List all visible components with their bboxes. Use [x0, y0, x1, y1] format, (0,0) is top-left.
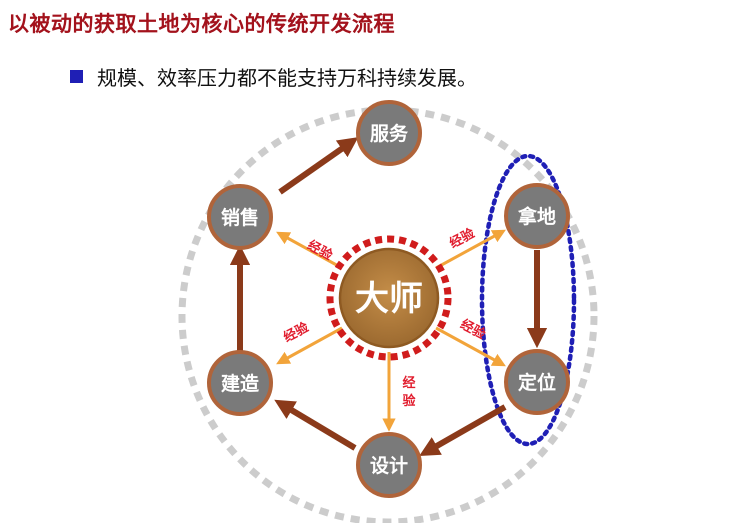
experience-arrow-to-positioning [435, 326, 506, 367]
center-node [338, 247, 440, 349]
bullet-item: 规模、效率压力都不能支持万科持续发展。 [70, 62, 477, 91]
bullet-square-icon [70, 70, 83, 83]
node-label-land: 拿地 [517, 205, 556, 228]
node-sales: 销售 [207, 184, 273, 250]
center-dotted-ring [326, 235, 452, 361]
node-land: 拿地 [504, 183, 570, 249]
node-design: 设计 [356, 432, 422, 498]
outer-dotted-circle [178, 106, 598, 523]
node-label-service: 服务 [370, 122, 409, 145]
center-label: 大师 [355, 279, 423, 319]
experience-arrow-to-construction [276, 326, 343, 365]
experience-arrow-to-land [435, 229, 506, 270]
arrow-design-to-construction [274, 399, 357, 451]
node-label-positioning: 定位 [518, 371, 556, 394]
experience-label-construction: 经验 [281, 319, 312, 346]
node-label-construction: 建造 [221, 372, 260, 395]
arrow-sales-to-service [278, 137, 359, 195]
arrow-positioning-to-design [419, 404, 507, 457]
experience-arrow-to-sales [276, 231, 343, 270]
highlight-ellipse [479, 153, 577, 447]
node-label-sales: 销售 [221, 206, 259, 229]
page-title: 以被动的获取土地为核心的传统开发流程 [8, 12, 395, 36]
node-construction: 建造 [207, 350, 273, 416]
node-label-design: 设计 [370, 455, 408, 477]
experience-label-sales: 经验 [305, 237, 336, 264]
experience-label-design-2: 验 [402, 393, 416, 409]
node-service: 服务 [356, 100, 422, 166]
bullet-text: 规模、效率压力都不能支持万科持续发展。 [97, 66, 477, 90]
experience-label-design-1: 经 [402, 375, 415, 391]
node-positioning: 定位 [504, 349, 570, 415]
